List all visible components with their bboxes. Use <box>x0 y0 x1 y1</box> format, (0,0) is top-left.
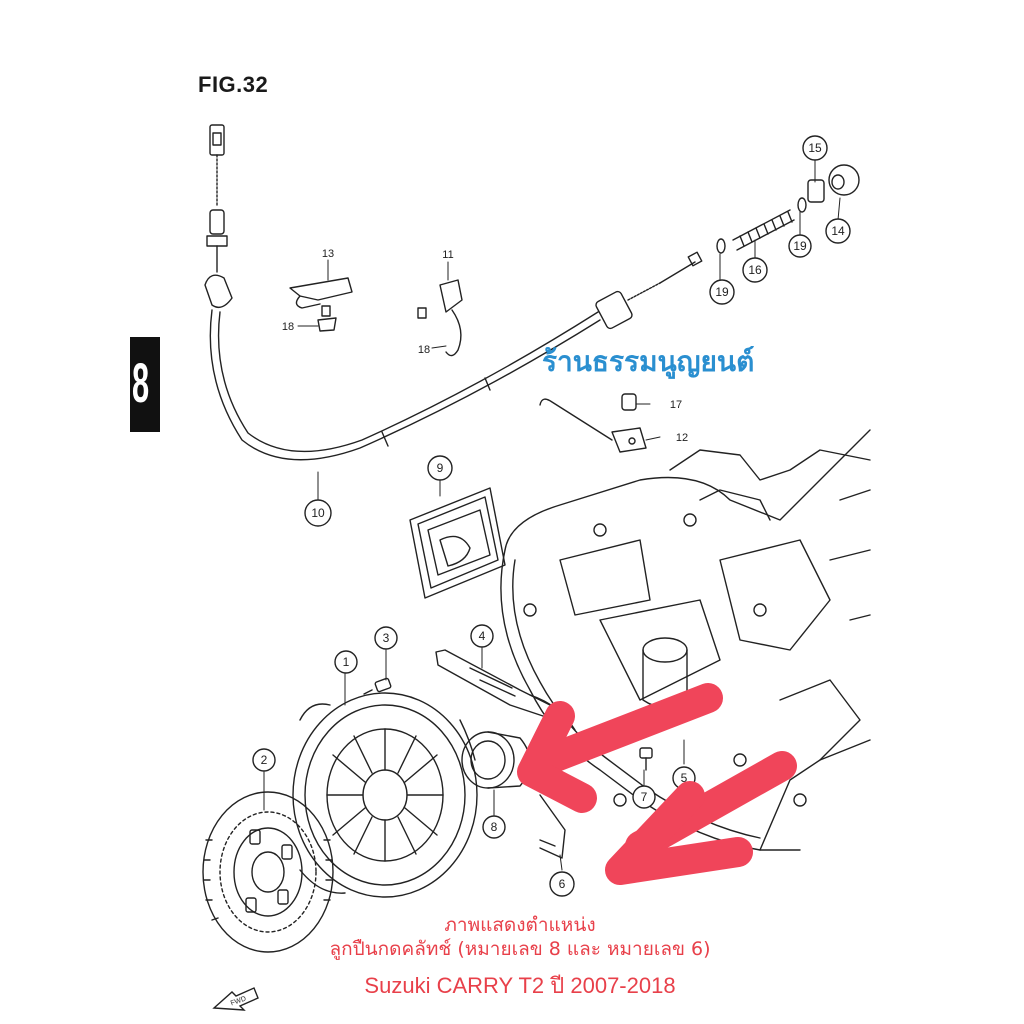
callout-10: 10 <box>311 506 325 520</box>
callout-18-right: 18 <box>418 344 430 356</box>
section-tab: 8 <box>130 337 160 432</box>
callout-14: 14 <box>831 224 845 238</box>
callout-17: 17 <box>670 399 682 411</box>
callout-4: 4 <box>479 629 486 643</box>
callout-7: 7 <box>641 790 648 804</box>
clutch-cover <box>292 692 478 898</box>
highlight-arrow-bearing <box>517 683 723 813</box>
callout-11: 11 <box>442 249 453 261</box>
callout-6: 6 <box>559 877 566 891</box>
caption-line-3: Suzuki CARRY T2 ปี 2007-2018 <box>364 973 676 998</box>
callout-8: 8 <box>491 820 498 834</box>
caption-line-2: ลูกปืนกดคลัทช์ (หมายเลข 8 และ หมายเลข 6) <box>329 938 711 960</box>
callout-2: 2 <box>261 753 268 767</box>
callout-13: 13 <box>322 248 334 260</box>
highlight-arrows <box>517 683 797 885</box>
callout-19-lower: 19 <box>715 285 729 299</box>
shop-name-watermark: ร้านธรรมนูญยนต์ <box>542 345 755 378</box>
callout-12: 12 <box>676 432 688 444</box>
callout-3: 3 <box>383 631 390 645</box>
callout-5: 5 <box>681 771 688 785</box>
section-tab-number: 8 <box>132 351 150 414</box>
brackets <box>289 277 647 453</box>
clutch-disc <box>202 791 334 953</box>
callout-19-upper: 19 <box>793 239 807 253</box>
clutch-cable <box>204 124 703 461</box>
highlight-arrow-clip <box>605 751 797 885</box>
callout-16: 16 <box>748 263 762 277</box>
figure-title: FIG.32 <box>198 72 269 97</box>
callout-9: 9 <box>437 461 444 475</box>
callout-1: 1 <box>343 655 350 669</box>
callout-18-left: 18 <box>282 321 294 333</box>
cable-end-parts <box>716 164 860 254</box>
release-clip <box>539 794 566 859</box>
inspection-cover <box>409 487 506 599</box>
fwd-arrow-icon: FWD <box>212 987 259 1011</box>
caption-line-1: ภาพแสดงตำแหน่ง <box>444 914 596 936</box>
bolts <box>363 677 653 771</box>
callout-labels: 15 14 19 16 19 13 11 18 18 17 12 9 10 3 … <box>261 141 845 891</box>
leader-lines <box>263 159 841 871</box>
callout-15: 15 <box>808 141 822 155</box>
